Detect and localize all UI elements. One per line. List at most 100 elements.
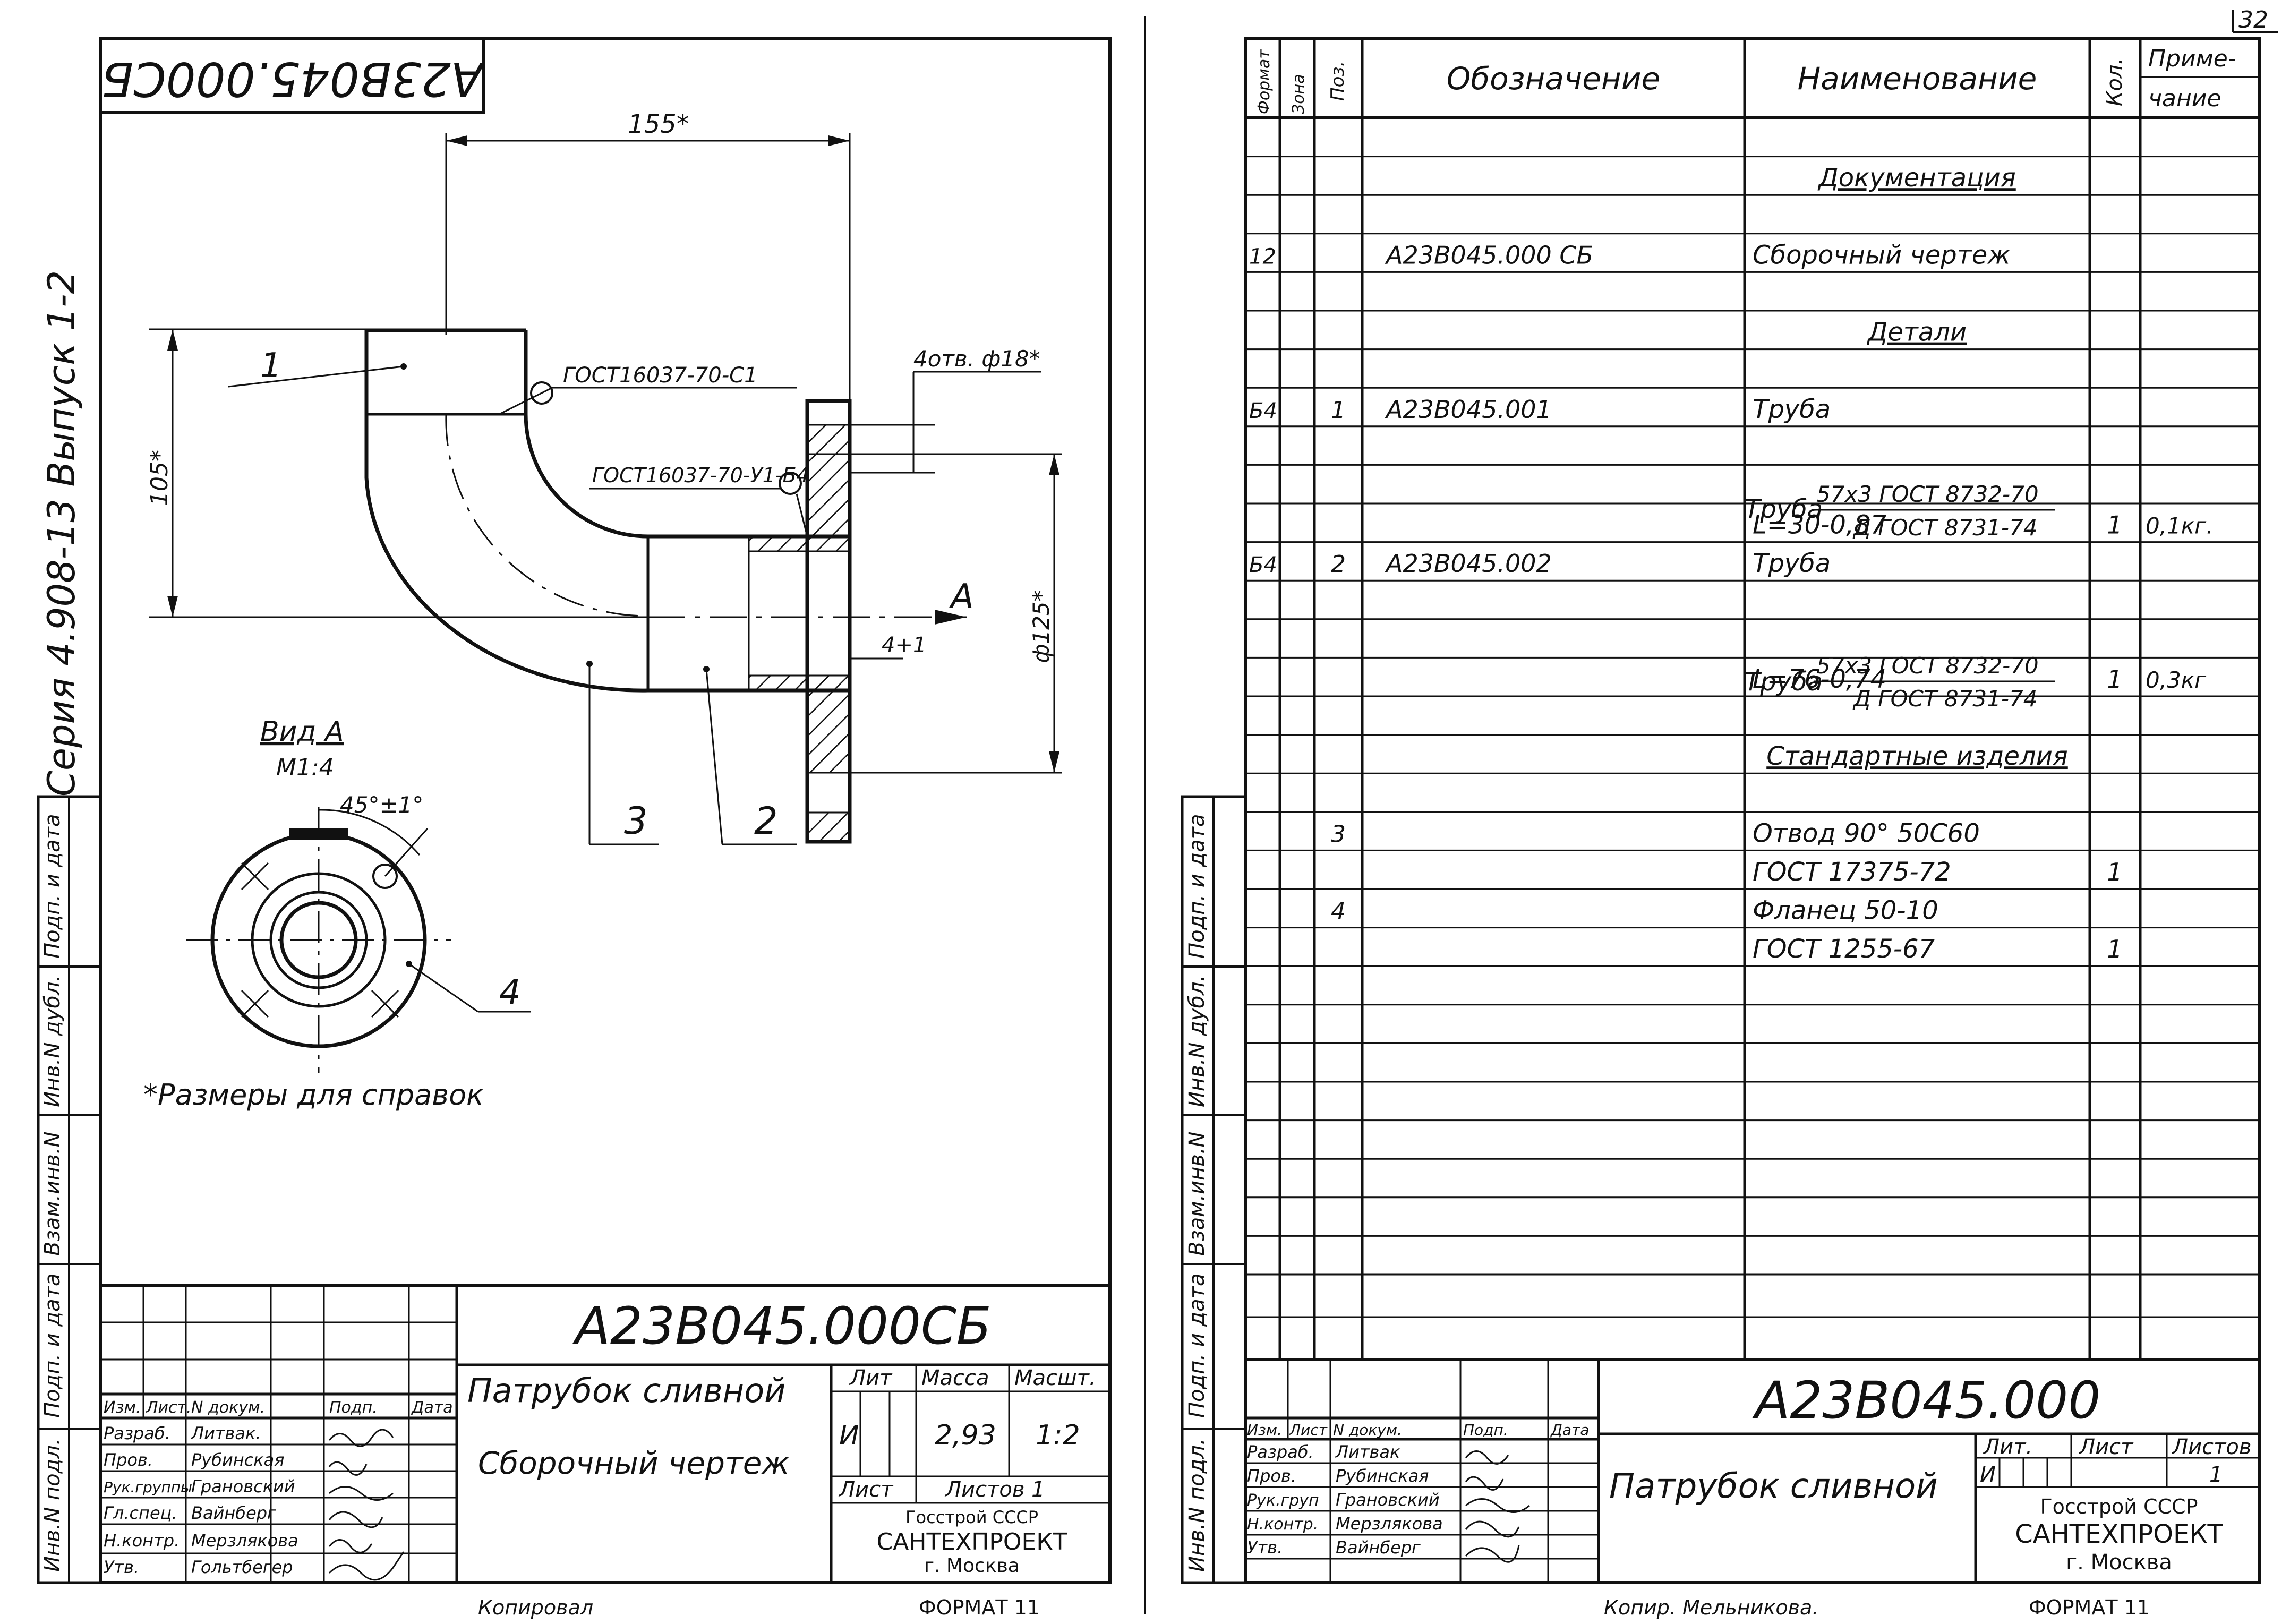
left-copied-by: Копировал xyxy=(478,1596,593,1619)
tb-sheet-label: Лист xyxy=(838,1477,894,1502)
holes-label: 4отв. ф18* xyxy=(913,346,1040,372)
row-name-cell: Труба xyxy=(1753,395,1831,424)
left-sheet: А23В045.000СБ Серия 4.908-13 Выпуск 1-2 … xyxy=(37,37,1112,1619)
col-name: Наименование xyxy=(1798,61,2037,97)
weld-callout-2: ГОСТ16037-70-У1-Б4 xyxy=(592,464,809,487)
row-name-cell: Отвод 90° 50С60 xyxy=(1753,818,1980,848)
row-name-cell: Стандартные изделия xyxy=(1766,741,2068,771)
row-format-cell: 12 xyxy=(1249,244,1276,269)
pos-1: 1 xyxy=(260,346,282,386)
tb-scale-label: Масшт. xyxy=(1014,1366,1096,1390)
row-qty-cell: 1 xyxy=(2107,665,2122,694)
pos-2: 2 xyxy=(754,799,778,843)
row-name-cell: Документация xyxy=(1817,163,2016,193)
rtb-col-data: Дата xyxy=(1550,1421,1590,1439)
rtb-col-podp: Подп. xyxy=(1463,1421,1508,1439)
pipe-1-num: 57x3 ГОСТ 8732-70 xyxy=(1816,481,2039,507)
rtb-col-list: Лист xyxy=(1289,1421,1328,1439)
rtb-col-izm: Изм. xyxy=(1247,1421,1282,1439)
rtb-role: Пров. xyxy=(1247,1466,1296,1486)
rtb-person: Мерзлякова xyxy=(1336,1514,1443,1534)
view-arrow-a: А xyxy=(949,577,974,617)
rtb-lit-label: Лит. xyxy=(1983,1435,2032,1459)
left-title-block: А23В045.000СБ Патрубок сливной Сборочный… xyxy=(99,1284,1112,1584)
left-format: ФОРМАТ 11 xyxy=(919,1596,1040,1619)
row-pos-cell: 3 xyxy=(1331,820,1346,848)
row-qty-cell: 1 xyxy=(2107,858,2122,886)
title-block-doc-type: Сборочный чертеж xyxy=(478,1445,790,1481)
row-name-cell: Сборочный чертеж xyxy=(1753,240,2011,270)
weld-callout-1: ГОСТ16037-70-С1 xyxy=(563,363,758,388)
side-label-podp-data-2: Подп. и дата xyxy=(40,814,65,959)
row-name-cell: L=76-0,74 xyxy=(1753,664,1886,694)
dim-small: 4+1 xyxy=(882,633,926,657)
rtb-role: Рук.груп xyxy=(1247,1491,1319,1510)
tb-col-data: Дата xyxy=(411,1398,453,1417)
pipe-1-den: Д ГОСТ 8731-74 xyxy=(1852,515,2037,541)
side-label-inv-dubl: Инв.N дубл. xyxy=(1185,975,1209,1107)
row-qty-cell: 1 xyxy=(2107,935,2122,963)
rtb-org-3: г. Москва xyxy=(2066,1550,2172,1575)
tb-person: Рубинская xyxy=(191,1450,284,1470)
rtb-person: Рубинская xyxy=(1336,1466,1429,1486)
tb-org-3: г. Москва xyxy=(924,1555,1020,1577)
view-a-angle: 45°±1° xyxy=(340,792,423,818)
tb-person: Грановский xyxy=(191,1476,295,1497)
pipe-spec-1: Труба 57x3 ГОСТ 8732-70 Д ГОСТ 8731-74 xyxy=(1745,481,2055,541)
side-label-podp-data-1: Подп. и дата xyxy=(40,1273,65,1418)
tb-sheets-label: Листов 1 xyxy=(944,1477,1045,1502)
pos-4: 4 xyxy=(499,973,521,1012)
row-name-cell: Труба xyxy=(1753,549,1831,578)
row-format-cell: Б4 xyxy=(1249,399,1277,423)
side-label-inv-podl: Инв.N подл. xyxy=(40,1438,65,1572)
rtb-person: Вайнберг xyxy=(1336,1537,1421,1558)
right-title-code: А23В045.000 xyxy=(1752,1371,2101,1430)
side-label-inv-dubl: Инв.N дубл. xyxy=(40,975,65,1107)
right-title-name: Патрубок сливной xyxy=(1609,1467,1938,1506)
rtb-lit-value: И xyxy=(1980,1463,1996,1487)
col-format: Формат xyxy=(1255,49,1274,114)
tb-org-1: Госстрой СССР xyxy=(905,1507,1038,1527)
rtb-person: Грановский xyxy=(1336,1490,1440,1510)
col-note-1: Приме- xyxy=(2148,45,2236,72)
left-side-stamp: Инв.N подл. Подп. и дата Взам.инв.N Инв.… xyxy=(37,795,102,1584)
right-format: ФОРМАТ 11 xyxy=(2029,1596,2150,1619)
dim-flange-dia: ф125* xyxy=(1028,590,1054,663)
series-label: Серия 4.908-13 Выпуск 1-2 xyxy=(40,270,83,797)
dim-155: 155* xyxy=(628,109,689,139)
title-block-name: Патрубок сливной xyxy=(467,1371,785,1410)
tb-col-list: Лист. xyxy=(146,1398,192,1417)
col-pos: Поз. xyxy=(1327,61,1348,101)
col-designation: Обозначение xyxy=(1447,61,1660,97)
pipe-2-den: Д ГОСТ 8731-74 xyxy=(1852,686,2037,712)
side-label-podp-data-2: Подп. и дата xyxy=(1185,814,1209,959)
rtb-org-1: Госстрой СССР xyxy=(2040,1495,2198,1518)
row-name-cell: ГОСТ 17375-72 xyxy=(1753,857,1951,887)
pipe-spec-2: Труба 57x3 ГОСТ 8732-70 Д ГОСТ 8731-74 xyxy=(1745,653,2055,712)
row-note-cell: 0,3кг xyxy=(2146,667,2207,693)
row-format-cell: Б4 xyxy=(1249,553,1277,577)
tb-role: Утв. xyxy=(104,1557,139,1577)
pipe-assembly-drawing: 155* 105* xyxy=(143,109,1062,1112)
row-designation-cell: А23В045.001 xyxy=(1385,395,1552,424)
tb-lit-label: Лит xyxy=(849,1366,893,1390)
side-label-vzam-inv: Взам.инв.N xyxy=(40,1132,65,1256)
row-name-cell: L=30-0,87 xyxy=(1753,510,1887,540)
row-pos-cell: 2 xyxy=(1331,551,1346,578)
right-copied-by: Копир. Мельникова. xyxy=(1604,1596,1818,1619)
col-note-2: чание xyxy=(2148,85,2221,112)
tb-role: Рук.группы xyxy=(104,1478,192,1496)
row-note-cell: 0,1кг. xyxy=(2146,513,2214,539)
tb-role: Пров. xyxy=(104,1450,153,1470)
tb-person: Вайнберг xyxy=(191,1503,276,1523)
view-a-title: Вид А xyxy=(260,716,344,748)
tb-person: Литвак. xyxy=(191,1423,261,1443)
dim-105: 105* xyxy=(146,450,173,506)
tb-role: Гл.спец. xyxy=(104,1503,177,1523)
col-zone: Зона xyxy=(1289,74,1308,114)
tb-person: Мерзлякова xyxy=(191,1531,298,1551)
rtb-person: Литвак xyxy=(1335,1442,1400,1462)
rotated-code-box xyxy=(99,37,485,114)
title-block-code: А23В045.000СБ xyxy=(572,1296,992,1356)
